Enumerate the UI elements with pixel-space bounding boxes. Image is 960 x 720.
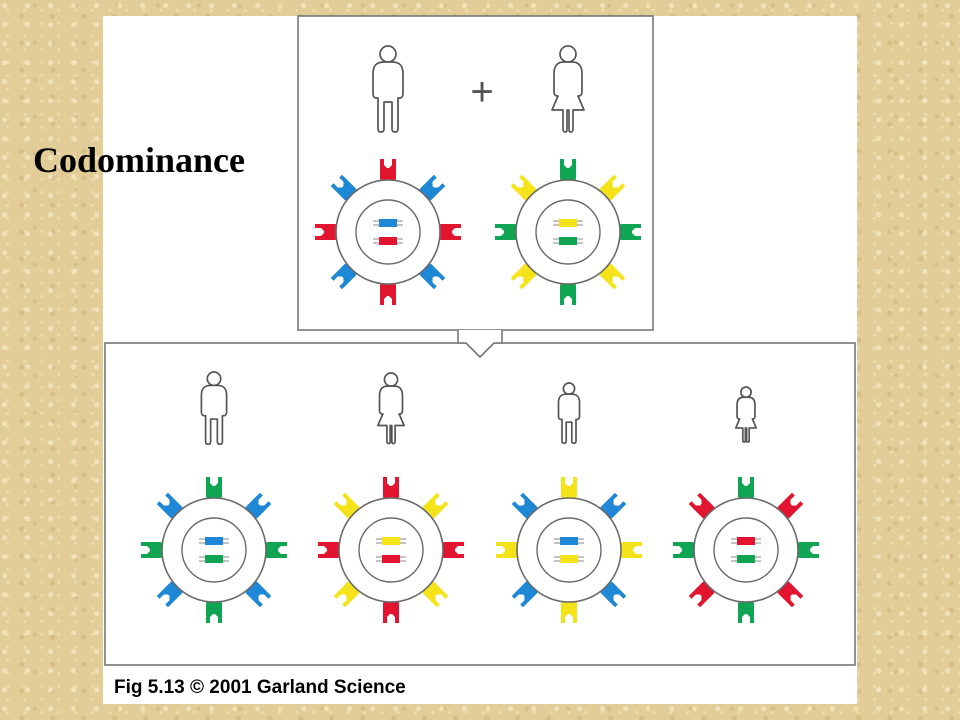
plus-sign: + — [470, 70, 493, 114]
surface-receptor — [421, 580, 449, 608]
chromosome-allele — [559, 219, 577, 227]
surface-receptor — [560, 159, 576, 185]
surface-receptor — [495, 224, 521, 240]
surface-receptor — [688, 492, 716, 520]
surface-receptor — [776, 492, 804, 520]
surface-receptor — [206, 477, 222, 503]
daughter-cell — [318, 477, 464, 623]
surface-receptor — [244, 580, 272, 608]
chromosome-allele — [382, 555, 400, 563]
cell-nucleus — [535, 199, 601, 265]
surface-receptor — [438, 542, 464, 558]
surface-receptor — [318, 542, 344, 558]
young-daughter-figure — [734, 386, 758, 443]
young-son-figure — [557, 382, 581, 445]
surface-receptor — [380, 279, 396, 305]
cell-nucleus — [358, 517, 424, 583]
surface-receptor — [330, 174, 358, 202]
chromosome-allele — [737, 555, 755, 563]
young-daughter-body — [734, 396, 758, 443]
surface-receptor — [560, 279, 576, 305]
young-son-cell — [496, 477, 642, 623]
surface-receptor — [435, 224, 461, 240]
father-cell — [315, 159, 461, 305]
surface-receptor — [561, 597, 577, 623]
surface-receptor — [511, 492, 539, 520]
surface-receptor — [598, 174, 626, 202]
surface-receptor — [599, 580, 627, 608]
surface-receptor — [421, 492, 449, 520]
surface-receptor — [418, 174, 446, 202]
young-son-body — [557, 393, 581, 445]
surface-receptor — [418, 262, 446, 290]
slide-title: Codominance — [33, 140, 246, 180]
surface-receptor — [333, 492, 361, 520]
surface-receptor — [510, 174, 538, 202]
surface-receptor — [383, 477, 399, 503]
daughter-figure — [377, 372, 405, 445]
surface-receptor — [793, 542, 819, 558]
chromosome-allele — [379, 219, 397, 227]
surface-receptor — [561, 477, 577, 503]
surface-receptor — [511, 580, 539, 608]
chromosome-allele — [560, 555, 578, 563]
cell-nucleus — [355, 199, 421, 265]
cell-nucleus — [536, 517, 602, 583]
surface-receptor — [776, 580, 804, 608]
chromosome-allele — [382, 537, 400, 545]
young-son-head — [562, 382, 576, 396]
surface-receptor — [598, 262, 626, 290]
father-body — [372, 61, 404, 133]
surface-receptor — [599, 492, 627, 520]
surface-receptor — [673, 542, 699, 558]
father-head — [379, 45, 397, 63]
surface-receptor — [156, 580, 184, 608]
surface-receptor — [738, 477, 754, 503]
son-cell — [141, 477, 287, 623]
surface-receptor — [510, 262, 538, 290]
surface-receptor — [496, 542, 522, 558]
chromosome-allele — [205, 537, 223, 545]
inheritance-arrow — [457, 330, 503, 358]
surface-receptor — [206, 597, 222, 623]
surface-receptor — [244, 492, 272, 520]
young-daughter-cell — [673, 477, 819, 623]
surface-receptor — [330, 262, 358, 290]
father-figure — [372, 45, 404, 133]
mother-body — [551, 61, 585, 133]
surface-receptor — [156, 492, 184, 520]
young-daughter-head — [740, 386, 752, 399]
daughter-head — [383, 372, 399, 387]
surface-receptor — [141, 542, 167, 558]
surface-receptor — [333, 580, 361, 608]
chromosome-allele — [379, 237, 397, 245]
chromosome-allele — [205, 555, 223, 563]
chromosome-allele — [737, 537, 755, 545]
surface-receptor — [688, 580, 716, 608]
surface-receptor — [380, 159, 396, 185]
surface-receptor — [616, 542, 642, 558]
mother-head — [559, 45, 577, 63]
surface-receptor — [261, 542, 287, 558]
daughter-body — [377, 385, 405, 445]
surface-receptor — [738, 597, 754, 623]
surface-receptor — [615, 224, 641, 240]
chromosome-allele — [559, 237, 577, 245]
son-body — [200, 384, 228, 446]
chromosome-allele — [560, 537, 578, 545]
son-head — [206, 371, 222, 387]
figure-caption: Fig 5.13 © 2001 Garland Science — [114, 677, 406, 698]
cell-nucleus — [181, 517, 247, 583]
surface-receptor — [383, 597, 399, 623]
mother-figure — [551, 45, 585, 133]
cell-nucleus — [713, 517, 779, 583]
mother-cell — [495, 159, 641, 305]
parents-box — [297, 15, 654, 331]
son-figure — [200, 371, 228, 446]
surface-receptor — [315, 224, 341, 240]
